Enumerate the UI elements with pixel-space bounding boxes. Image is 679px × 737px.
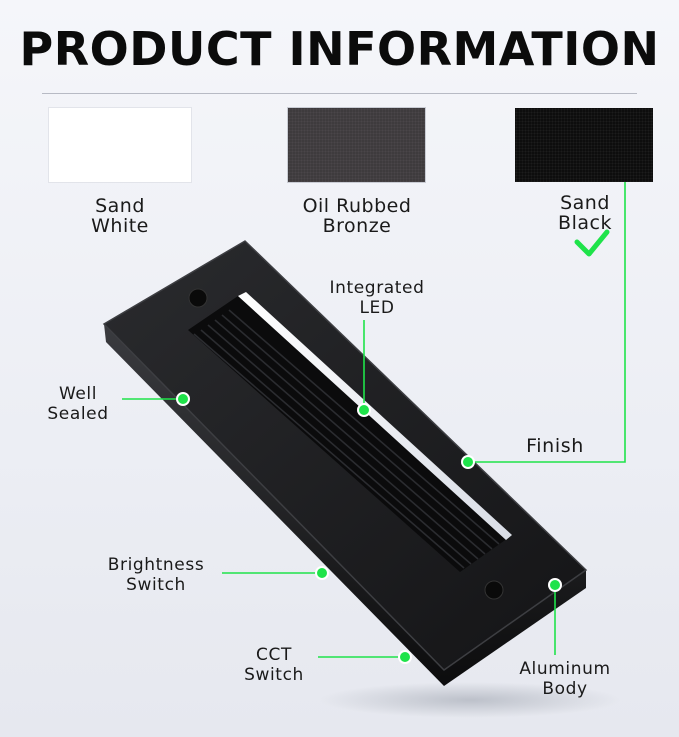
callout-line1: Finish [526,435,584,457]
leader-lines [122,182,626,658]
dot-brightness-switch [315,566,329,580]
dot-cct-switch [398,650,412,664]
callout-line1: Aluminum [519,659,611,679]
callout-line2: Body [542,679,588,699]
callout-dots [176,392,562,664]
finish-label-line1: Sand [95,195,145,217]
louver-fins [193,309,500,569]
callout-line2: Sealed [47,404,109,424]
callout-integrated-led: Integrated LED [312,278,442,318]
floor-shadow [320,682,620,718]
finish-label-line2: Black [558,212,612,234]
leader-finish [468,182,626,463]
led-diffuser [238,292,512,540]
swatch-sand-white[interactable] [49,108,191,182]
callout-line1: Brightness [107,555,205,575]
page-title: PRODUCT INFORMATION [19,22,660,76]
checkmark-icon [574,229,610,257]
dot-aluminum-body [548,578,562,592]
finish-label-line1: Sand [560,192,610,214]
finish-label-oil-rubbed-bronze: Oil Rubbed Bronze [270,196,444,236]
dot-integrated-led [357,403,371,417]
dot-finish [461,455,475,469]
callout-cct-switch: CCT Switch [232,645,316,685]
callout-line1: CCT [256,645,292,665]
callout-line1: Integrated [329,278,425,298]
swatch-oil-rubbed-bronze[interactable] [288,108,425,182]
callout-brightness-switch: Brightness Switch [86,555,226,595]
callout-line2: LED [359,298,395,318]
finish-label-sand-black: Sand Black [535,193,635,233]
callout-finish: Finish [510,436,600,456]
callout-line2: Switch [244,665,304,685]
screw-top [188,288,208,308]
callout-line2: Switch [126,575,186,595]
title-divider [42,93,637,94]
housing-bevel [102,240,588,671]
callout-aluminum-body: Aluminum Body [497,659,633,699]
callout-line1: Well [58,384,98,404]
callout-well-sealed: Well Sealed [30,384,126,424]
swatch-sand-black[interactable] [515,108,653,182]
finish-label-line1: Oil Rubbed [302,195,412,217]
screw-bottom [484,580,504,600]
finish-label-line2: White [91,215,149,237]
finish-label-sand-white: Sand White [49,196,191,236]
finish-label-line2: Bronze [322,215,392,237]
dot-well-sealed [176,392,190,406]
